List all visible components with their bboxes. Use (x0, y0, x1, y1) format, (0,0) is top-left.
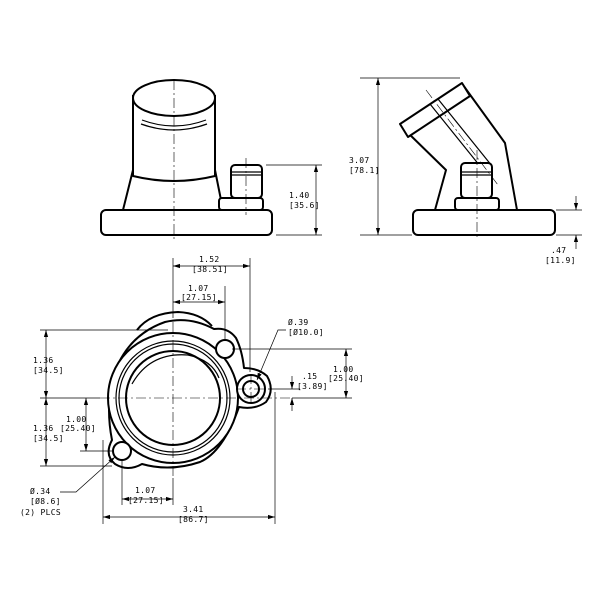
dim-top-outer-inch: 1.52 (199, 255, 219, 264)
front-nipple-base (218, 197, 264, 211)
dim-flange-thickness-inch: .47 (551, 246, 566, 255)
dim-right-vertical-mm: [25.40] (328, 374, 364, 383)
dim-left-lower-inch: 1.36 (33, 424, 53, 433)
dim-small-hole-mm: [Ø8.6] (30, 496, 61, 506)
dim-small-hole-inch: Ø.34 (30, 486, 50, 496)
dim-right-offset-inch: .15 (302, 372, 317, 381)
dim-small-hole-note: (2) PLCS (20, 508, 61, 517)
dim-bolt-hole-inch: Ø.39 (288, 317, 308, 327)
side-tube-line (429, 103, 485, 172)
dim-bolt-hole-mm: [Ø10.0] (288, 327, 324, 337)
dim-right-vertical-inch: 1.00 (333, 365, 353, 374)
dim-top-outer-mm: [38.51] (192, 265, 228, 274)
top-hole-upper (215, 339, 235, 359)
front-nipple (230, 164, 263, 199)
dim-side-height-inch: 3.07 (349, 156, 369, 165)
top-view: 1.52 [38.51] 1.07 [27.15] Ø.39 [Ø10.0] 1… (20, 255, 364, 524)
dim-bottom-inner-inch: 1.07 (135, 486, 155, 495)
dim-left-mid-mm: [25.40] (60, 424, 96, 433)
dim-left-mid-inch: 1.00 (66, 415, 86, 424)
dim-front-height-mm: [35.6] (289, 201, 320, 210)
top-bore-shadow (131, 354, 220, 385)
dim-front-height-inch: 1.40 (289, 191, 309, 200)
side-view: 3.07 [78.1] .47 [11.9] (349, 77, 582, 265)
dim-left-upper-inch: 1.36 (33, 356, 53, 365)
side-nipple (460, 162, 493, 199)
dim-overall-inch: 3.41 (183, 505, 203, 514)
top-hole-lower (112, 441, 132, 461)
side-flange (412, 209, 556, 236)
dim-top-inner-mm: [27.15] (181, 293, 217, 302)
dim-top-inner-inch: 1.07 (188, 284, 208, 293)
dim-overall-mm: [86.7] (178, 515, 209, 524)
dim-right-offset-mm: [3.89] (297, 382, 328, 391)
side-tube-line-2 (437, 98, 493, 167)
dim-left-lower-mm: [34.5] (33, 434, 64, 443)
dim-left-upper-mm: [34.5] (33, 366, 64, 375)
front-flange (100, 209, 273, 236)
dim-flange-thickness-mm: [11.9] (545, 256, 576, 265)
dim-side-height-mm: [78.1] (349, 166, 380, 175)
front-view: 1.40 [35.6] (100, 79, 322, 240)
side-angled-centerline (425, 89, 499, 186)
leader-line (256, 329, 286, 381)
dim-bottom-inner-mm: [27.15] (128, 496, 164, 505)
leader-line (60, 456, 116, 493)
